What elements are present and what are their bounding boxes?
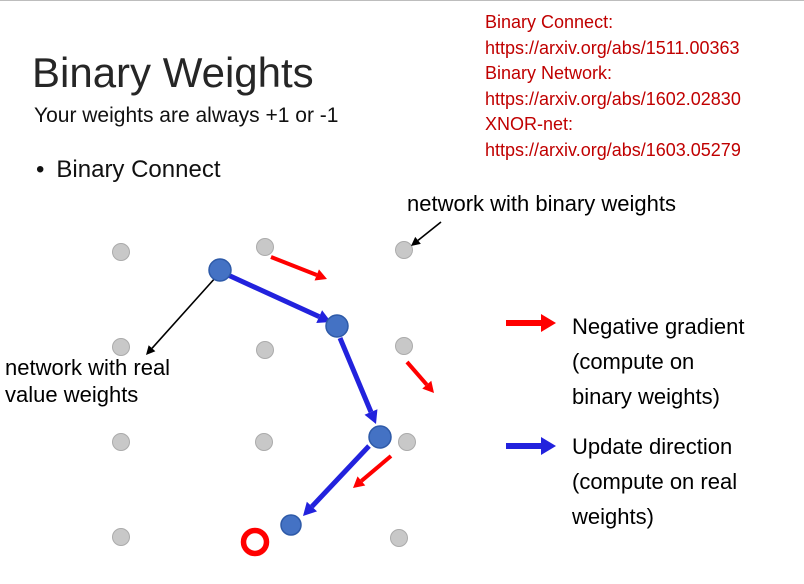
slide-subtitle: Your weights are always +1 or -1	[34, 104, 339, 127]
gray-dot	[390, 529, 408, 547]
gray-dot	[256, 341, 274, 359]
reference-line: Binary Connect:	[485, 12, 614, 32]
reference-line: Binary Network:	[485, 63, 613, 83]
reference-link: https://arxiv.org/abs/1603.05279	[485, 139, 741, 160]
gray-dot	[255, 433, 273, 451]
final-weights-highlight-ring	[240, 527, 270, 557]
label-pointer-arrows	[146, 221, 442, 355]
binary-weights-label: network with binary weights	[407, 191, 677, 216]
blue-dot	[368, 425, 392, 449]
gray-dot	[398, 433, 416, 451]
bullet-label: Binary Connect	[56, 156, 221, 183]
negative-gradient-arrows	[270, 255, 434, 488]
legend-update-direction-text: Update direction (compute on real weight…	[572, 434, 738, 529]
blue-dot	[280, 514, 302, 536]
legend-negative-gradient-arrow	[506, 314, 556, 332]
gray-dot	[256, 238, 274, 256]
binary-weight-grid-dots	[112, 238, 416, 547]
gray-dot	[112, 433, 130, 451]
legend-negative-gradient-text: Negative gradient (compute on binary wei…	[572, 314, 745, 409]
reference-link: https://arxiv.org/abs/1602.02830	[485, 88, 741, 109]
blue-dot	[208, 258, 232, 282]
page-title: Binary Weights	[32, 49, 314, 96]
gray-dot	[395, 337, 413, 355]
reference-link: https://arxiv.org/abs/1511.00363	[485, 37, 740, 58]
gray-dot	[112, 528, 130, 546]
bullet-marker: •	[36, 156, 45, 183]
legend-update-direction-arrow	[506, 437, 556, 455]
gray-dot	[395, 241, 413, 259]
reference-line: XNOR-net:	[485, 114, 574, 134]
blue-dot	[325, 314, 349, 338]
real-weights-label: network with real value weights	[5, 355, 171, 407]
update-direction-arrows	[226, 272, 378, 516]
bullet-item: • Binary Connect	[36, 156, 221, 184]
gray-dot	[112, 338, 130, 356]
reference-list: Binary Connect: https://arxiv.org/abs/15…	[485, 10, 741, 163]
gray-dot	[112, 243, 130, 261]
real-weight-trajectory-dots	[208, 258, 392, 536]
